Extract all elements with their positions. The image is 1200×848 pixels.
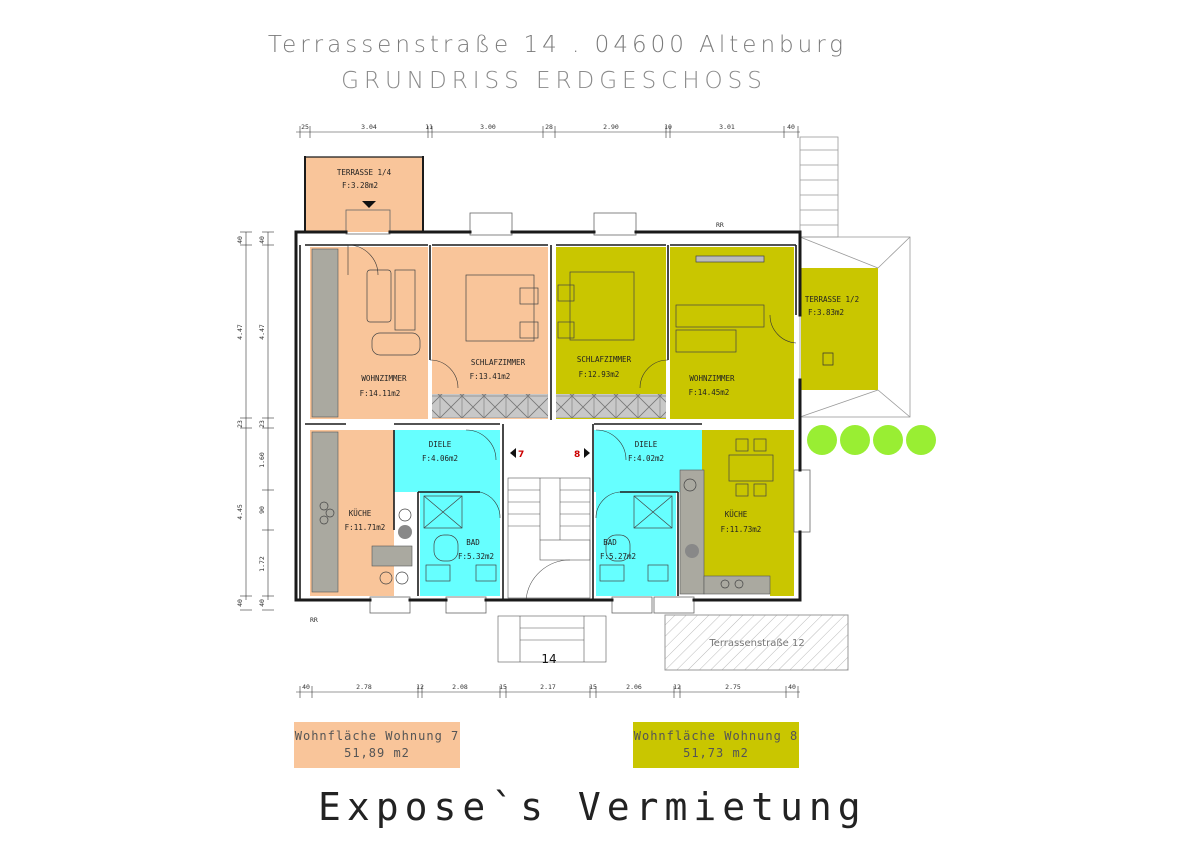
area-schlaf7: F:13.41m2: [470, 372, 511, 381]
outdoor-steps-right: [799, 136, 911, 418]
inner-walls: [299, 244, 797, 600]
neighbor-label: Terrassenstraße 12: [708, 638, 804, 649]
area-summary-w7-label: Wohnfläche Wohnung 7: [294, 729, 460, 743]
room-diele7: [394, 430, 500, 492]
dim-bottom-0: 40: [302, 683, 310, 691]
dim-bottom-4: 15: [499, 683, 507, 691]
dim-bottom-8: 12: [673, 683, 681, 691]
area-summary-wohnung8: Wohnfläche Wohnung 8 51,73 m2: [633, 722, 799, 768]
dim-top-3: 3.00: [480, 123, 496, 131]
neighbor-building: [664, 614, 849, 671]
house-number: 14: [541, 652, 556, 666]
rr-top: RR: [716, 221, 724, 229]
address-heading: Terrassenstraße 14 . 04600 Altenburg: [267, 32, 848, 58]
dim-bottom-3: 2.08: [452, 683, 468, 691]
area-terrasse14: F:3.28m2: [342, 181, 378, 190]
label-wohn7: WOHNZIMMER: [361, 374, 407, 383]
area-summary-w7-value: 51,89 m2: [344, 746, 410, 760]
area-wohn7: F:14.11m2: [360, 389, 401, 398]
terrasse-12: [801, 268, 878, 390]
area-kueche7: F:11.71m2: [345, 523, 386, 532]
trees: [807, 425, 936, 455]
dim-left-outer-4: 40: [236, 599, 244, 607]
rr-bottom: RR: [310, 616, 318, 624]
dim-bottom-10: 40: [788, 683, 796, 691]
dim-left-inner-2: 23: [258, 420, 266, 428]
label-schlaf7: SCHLAFZIMMER: [471, 358, 526, 367]
dim-left-inner-3: 1.60: [258, 452, 266, 468]
dim-bottom-2: 12: [416, 683, 424, 691]
dim-bottom-6: 15: [589, 683, 597, 691]
dim-top-5: 2.90: [603, 123, 619, 131]
furniture: [319, 255, 774, 589]
dim-top-7: 3.01: [719, 123, 735, 131]
plan-title: GRUNDRISS ERDGESCHOSS: [341, 68, 767, 94]
door-swings: [347, 244, 797, 519]
terrasse-14: [305, 157, 423, 232]
unit8-number: 8: [574, 450, 580, 460]
dim-left-inner-5: 1.72: [258, 556, 266, 572]
area-bad8: F:5.27m2: [600, 552, 636, 561]
dim-bottom-5: 2.17: [540, 683, 556, 691]
label-bad8: BAD: [603, 538, 617, 547]
dim-left-outer-1: 4.47: [236, 324, 244, 340]
footer-title: Expose`s Vermietung: [318, 785, 867, 829]
label-terrasse14: TERRASSE 1/4: [337, 168, 392, 177]
area-wohn8: F:14.45m2: [689, 388, 730, 397]
label-diele8: DIELE: [635, 440, 658, 449]
dim-left-inner-0: 40: [258, 236, 266, 244]
room-schlaf7: [432, 247, 548, 419]
area-kueche8: F:11.73m2: [721, 525, 762, 534]
dim-left-inner-4: 90: [258, 506, 266, 514]
area-summary-wohnung7: Wohnfläche Wohnung 7 51,89 m2: [294, 722, 460, 768]
shelf-wohn7: [311, 248, 339, 418]
area-schlaf8: F:12.93m2: [579, 370, 620, 379]
label-bad7: BAD: [466, 538, 480, 547]
area-diele7: F:4.06m2: [422, 454, 458, 463]
dim-bottom-9: 2.75: [725, 683, 741, 691]
dim-left-outer-0: 40: [236, 236, 244, 244]
dim-top-8: 40: [787, 123, 795, 131]
label-wohn8: WOHNZIMMER: [689, 374, 735, 383]
room-bad8: [596, 492, 676, 596]
unit7-arrow: [510, 448, 516, 458]
unit8-arrow: [584, 448, 590, 458]
dim-bottom-7: 2.06: [626, 683, 642, 691]
dim-left-outer-3: 4.45: [236, 504, 244, 520]
label-kueche8: KÜCHE: [725, 510, 748, 519]
dim-top-0: 25: [301, 123, 309, 131]
area-terrasse12: F:3.83m2: [808, 308, 844, 317]
area-bad7: F:5.32m2: [458, 552, 494, 561]
room-wohn8: [670, 247, 794, 419]
label-schlaf8: SCHLAFZIMMER: [577, 355, 632, 364]
dimension-lines: [240, 126, 800, 698]
dim-top-6: 10: [664, 123, 672, 131]
dim-top-4: 28: [545, 123, 553, 131]
room-schlaf8: [556, 247, 666, 419]
wardrobe-8: [556, 394, 666, 418]
dim-left-inner-1: 4.47: [258, 324, 266, 340]
label-diele7: DIELE: [429, 440, 452, 449]
area-summary-w8-value: 51,73 m2: [683, 746, 749, 760]
entry-arrow: [362, 201, 376, 208]
dim-bottom-1: 2.78: [356, 683, 372, 691]
stove7: [398, 525, 412, 539]
stove8: [685, 544, 699, 558]
label-kueche7: KÜCHE: [349, 509, 372, 518]
dim-left-outer-2: 23: [236, 420, 244, 428]
windows: [345, 209, 811, 614]
label-terrasse12: TERRASSE 1/2: [805, 295, 859, 304]
area-diele8: F:4.02m2: [628, 454, 664, 463]
room-bad7: [420, 492, 500, 596]
walls: [294, 156, 802, 602]
dim-top-1: 3.04: [361, 123, 377, 131]
area-summary-w8-label: Wohnfläche Wohnung 8: [633, 729, 799, 743]
stairwell: [497, 477, 607, 663]
dim-left-inner-6: 40: [258, 599, 266, 607]
unit7-number: 7: [518, 450, 524, 460]
room-kueche8: [702, 430, 794, 596]
dim-top-2: 11: [425, 123, 433, 131]
wardrobe-7: [432, 394, 548, 418]
